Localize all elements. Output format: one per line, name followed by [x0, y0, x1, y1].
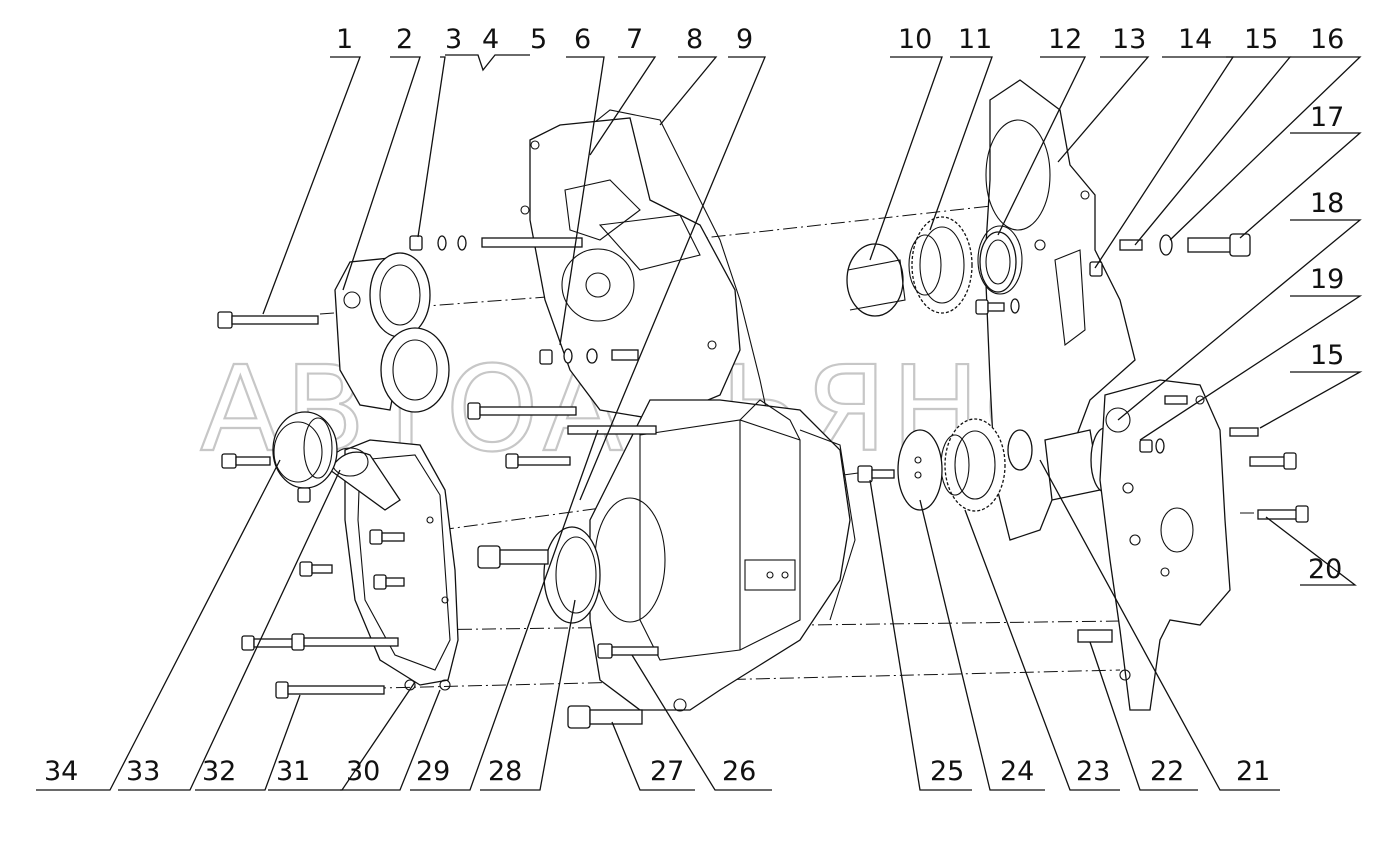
callout-12: 12 [1048, 24, 1082, 55]
callout-3: 3 [445, 24, 462, 55]
bolt-31-long [241, 633, 399, 651]
callout-17: 17 [1310, 102, 1344, 133]
callout-23: 23 [1076, 756, 1110, 787]
callout-14: 14 [1178, 24, 1212, 55]
bolt-17 [1187, 233, 1251, 257]
bolt-32 [275, 681, 385, 699]
pin-22 [1077, 629, 1113, 643]
callout-25: 25 [930, 756, 964, 787]
gear-11 [908, 216, 973, 314]
callout-15-top: 15 [1244, 24, 1278, 55]
callout-19: 19 [1310, 264, 1344, 295]
pin-15 [1119, 239, 1143, 251]
bolt-30-large [477, 545, 549, 569]
callout-33: 33 [126, 756, 160, 787]
callout-11: 11 [958, 24, 992, 55]
bolt-29b [505, 453, 571, 469]
callout-4: 4 [482, 24, 499, 55]
ring-12 [979, 231, 1017, 293]
disc-24 [897, 429, 943, 511]
callout-8: 8 [686, 24, 703, 55]
washer-16 [1159, 234, 1173, 256]
callout-13: 13 [1112, 24, 1146, 55]
lower-housing-26 [589, 399, 856, 712]
bolt-14 [1089, 261, 1103, 277]
callout-7: 7 [626, 24, 643, 55]
callout-31: 31 [276, 756, 310, 787]
washer-4 [437, 235, 447, 251]
callout-9: 9 [736, 24, 753, 55]
callout-15-right: 15 [1310, 340, 1344, 371]
o-ring-22 [1007, 429, 1033, 471]
callout-21: 21 [1236, 756, 1270, 787]
rear-plate-13 [977, 79, 1136, 541]
belt-tensioner-2 [334, 252, 450, 413]
callout-6: 6 [574, 24, 591, 55]
callout-22: 22 [1150, 756, 1184, 787]
seal-ring-28 [543, 526, 601, 624]
bolt-25 [857, 465, 895, 483]
bolt-20 [1257, 505, 1309, 523]
callout-2: 2 [396, 24, 413, 55]
bolt-1 [217, 311, 319, 329]
oil-cap-34 [272, 411, 338, 489]
callout-1: 1 [336, 24, 353, 55]
callout-5: 5 [530, 24, 547, 55]
callout-26: 26 [722, 756, 756, 787]
callout-10: 10 [898, 24, 932, 55]
callout-30: 30 [346, 756, 380, 787]
rear-plate-18 [1099, 379, 1231, 711]
callout-34: 34 [44, 756, 78, 787]
bolt-27 [567, 705, 643, 729]
callout-24: 24 [1000, 756, 1034, 787]
stud-6 [481, 237, 583, 248]
callout-32: 32 [202, 756, 236, 787]
callout-labels: 1 2 3 4 5 6 7 8 9 10 11 12 13 14 15 16 1… [44, 24, 1344, 787]
nut-3 [409, 235, 423, 251]
callout-28: 28 [488, 756, 522, 787]
fasteners [217, 233, 1309, 729]
callout-27: 27 [650, 756, 684, 787]
bolt-29 [467, 402, 577, 420]
callout-16: 16 [1310, 24, 1344, 55]
cup-10 [846, 243, 906, 317]
callout-29: 29 [416, 756, 450, 787]
callout-20: 20 [1308, 554, 1342, 585]
leader-lines [36, 54, 1363, 791]
callout-18: 18 [1310, 188, 1344, 219]
washer-5 [457, 235, 467, 251]
